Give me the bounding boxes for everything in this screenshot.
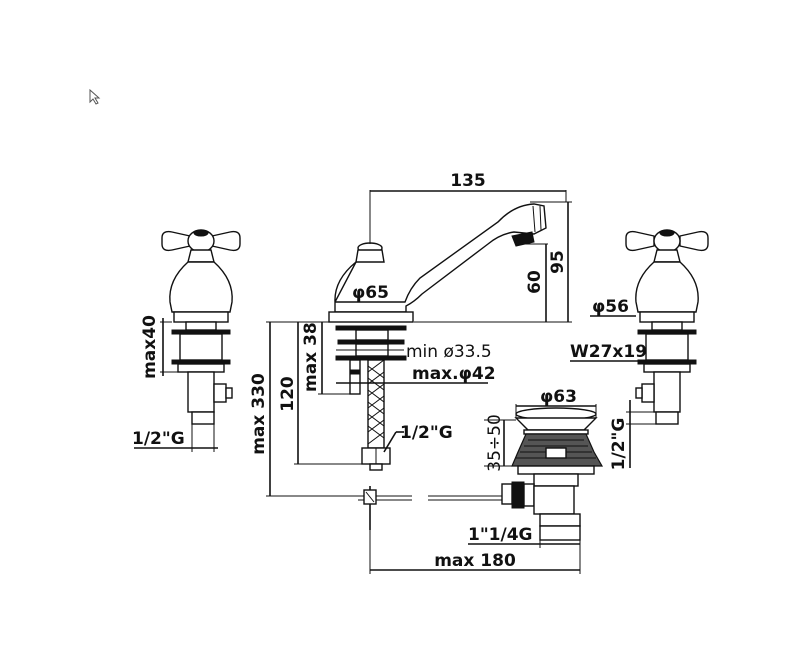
height-95-label: 95 [548,250,568,274]
pop-up-rod [358,486,502,530]
waste-range-label: 35÷50 [485,414,505,472]
flex-thread-label-group: 1/2"G [383,423,453,453]
max38-label: max 38 [301,322,321,392]
min-hole-label: min ø33.5 [406,342,492,362]
spout-reach-dimension: 135 [369,171,567,244]
thickness-dimension: max 38 [301,321,350,395]
flex-length-dimension: 120 [278,321,362,465]
max40-label: max40 [140,315,160,379]
spout-mixer-body [328,203,547,471]
left-thread-dimension: 1/2"G [132,424,218,452]
max180-label: max 180 [434,551,516,571]
left-max40-dimension: max40 [140,315,178,379]
right-thread-spec-dimension: W27x19 [570,342,647,362]
reach-135-label: 135 [450,171,486,191]
base-diameter-label: φ65 [352,283,389,303]
right-cross-handle-tap [625,229,709,425]
mouse-cursor-icon [89,88,101,105]
waste-outlet-dimension: 1"1/4G [468,525,581,548]
right-thread-dimension: 1/2"G [609,400,656,470]
waste-range-dimension: 35÷50 [484,414,516,472]
flex-120-label: 120 [278,376,298,412]
height-60-label: 60 [525,270,545,294]
right-diameter-label: φ56 [592,297,629,317]
hole-diameter-dimensions: min ø33.5 max.φ42 [336,342,496,384]
right-diameter-dimension: φ56 [590,297,636,317]
left-thread-label: 1/2"G [132,429,185,449]
right-thread-spec-label: W27x19 [570,342,647,362]
right-thread-label: 1/2"G [609,418,629,471]
waste-diameter-dimension: φ63 [515,387,597,418]
max-hole-label: max.φ42 [412,364,496,384]
waste-diameter-label: φ63 [540,387,577,407]
waste-outlet-label: 1"1/4G [468,525,533,545]
total-height-dimension: max 330 [249,321,360,497]
max-spread-dimension: max 180 [369,530,581,574]
max330-label: max 330 [249,373,269,455]
left-cross-handle-tap [161,229,241,425]
flex-thread-label: 1/2"G [400,423,453,443]
spout-base-height-dimension: 60 [520,243,548,322]
pop-up-waste [501,407,604,541]
spout-height-dimension: 95 [414,201,572,323]
